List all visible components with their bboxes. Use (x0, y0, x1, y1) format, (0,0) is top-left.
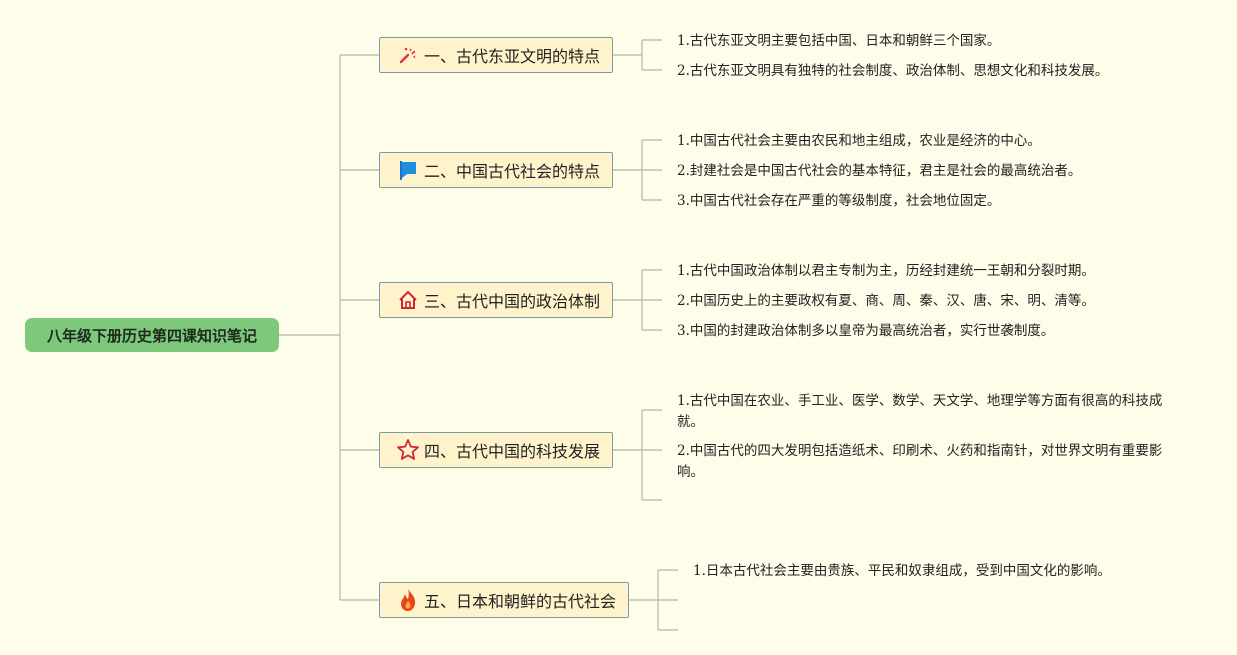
note-item[interactable]: 1.古代中国政治体制以君主专制为主，历经封建统一王朝和分裂时期。 (677, 263, 1095, 279)
fire-icon (396, 588, 420, 612)
note-item[interactable]: 1.日本古代社会主要由贵族、平民和奴隶组成，受到中国文化的影响。 (693, 563, 1111, 579)
note-item[interactable]: 2.中国古代的四大发明包括造纸术、印刷术、火药和指南针，对世界文明有重要影响。 (677, 443, 1163, 480)
topic-ancient-chinese-technology[interactable]: 四、古代中国的科技发展 (379, 432, 613, 468)
note-item[interactable]: 2.封建社会是中国古代社会的基本特征，君主是社会的最高统治者。 (677, 163, 1082, 179)
note-item[interactable]: 2.古代东亚文明具有独特的社会制度、政治体制、思想文化和科技发展。 (677, 63, 1109, 79)
topic-label: 三、古代中国的政治体制 (424, 292, 601, 311)
flag-icon (396, 158, 420, 182)
root-topic[interactable]: 八年级下册历史第四课知识笔记 (25, 318, 279, 352)
topic-japan-korea-society[interactable]: 五、日本和朝鲜的古代社会 (379, 582, 629, 618)
topic-label: 五、日本和朝鲜的古代社会 (424, 592, 617, 611)
note-item[interactable]: 1.古代东亚文明主要包括中国、日本和朝鲜三个国家。 (677, 33, 1001, 49)
topic-east-asia-civilization[interactable]: 一、古代东亚文明的特点 (379, 37, 613, 73)
note-item[interactable]: 1.中国古代社会主要由农民和地主组成，农业是经济的中心。 (677, 133, 1041, 149)
topic-label: 二、中国古代社会的特点 (424, 162, 601, 181)
topic-ancient-chinese-society[interactable]: 二、中国古代社会的特点 (379, 152, 613, 188)
note-item[interactable]: 2.中国历史上的主要政权有夏、商、周、秦、汉、唐、宋、明、清等。 (677, 293, 1095, 309)
topic-label: 一、古代东亚文明的特点 (424, 47, 601, 66)
note-item[interactable]: 3.中国古代社会存在严重的等级制度，社会地位固定。 (677, 193, 1001, 209)
home-icon (396, 288, 420, 312)
star-icon (396, 438, 420, 462)
topic-ancient-chinese-politics[interactable]: 三、古代中国的政治体制 (379, 282, 613, 318)
magic-wand-icon (396, 43, 420, 67)
topic-label: 四、古代中国的科技发展 (424, 442, 601, 461)
root-topic-label: 八年级下册历史第四课知识笔记 (46, 326, 257, 345)
note-item[interactable]: 1.古代中国在农业、手工业、医学、数学、天文学、地理学等方面有很高的科技成就。 (677, 393, 1163, 430)
note-item[interactable]: 3.中国的封建政治体制多以皇帝为最高统治者，实行世袭制度。 (677, 323, 1055, 339)
